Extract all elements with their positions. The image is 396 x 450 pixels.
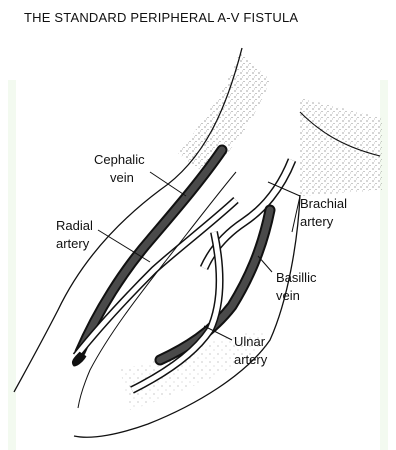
label-basillic-2: vein <box>276 288 300 303</box>
label-cephalic-1: Cephalic <box>94 152 145 167</box>
label-radial-1: Radial <box>56 218 93 233</box>
label-basillic-1: Basillic <box>276 270 317 285</box>
label-ulnar-2: artery <box>234 352 268 367</box>
basillic-leader <box>258 256 272 272</box>
label-radial-2: artery <box>56 236 90 251</box>
skin-shading-right <box>300 98 382 196</box>
label-brachial-1: Brachial <box>300 196 347 211</box>
cephalic-leader <box>150 172 186 196</box>
label-brachial-2: artery <box>300 214 334 229</box>
label-cephalic-2: vein <box>110 170 134 185</box>
label-ulnar-1: Ulnar <box>234 334 266 349</box>
